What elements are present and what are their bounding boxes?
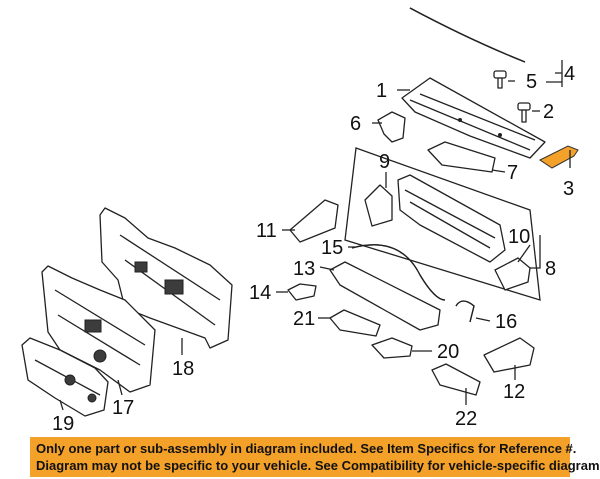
callout-5: 5: [526, 71, 537, 93]
part-21: [329, 309, 381, 337]
part-insulator-19: [21, 337, 109, 417]
disclaimer-banner: Only one part or sub-assembly in diagram…: [30, 437, 600, 477]
parts-diagram: 1 2 3 4 5 6 7 8 9 10 11 12 13 14 15 16 1…: [21, 7, 579, 435]
part-12: [483, 337, 535, 373]
callout-13: 13: [293, 258, 315, 280]
part-10: [494, 257, 531, 291]
callout-9: 9: [379, 151, 390, 173]
callout-19: 19: [52, 413, 74, 435]
callout-16: 16: [495, 311, 517, 333]
part-seal-7: [427, 141, 496, 173]
part-dash-panel-8: [397, 174, 506, 263]
part-14: [287, 283, 317, 301]
callout-21: 21: [293, 308, 315, 330]
callout-1: 1: [376, 80, 387, 102]
part-cowl-top-1: [401, 77, 546, 159]
callout-10: 10: [508, 226, 530, 248]
part-22: [431, 363, 481, 396]
part-insulator-17: [41, 265, 156, 393]
part-11: [289, 199, 339, 243]
callout-17: 17: [112, 397, 134, 419]
callout-15: 15: [321, 237, 343, 259]
part-bracket-6: [377, 111, 406, 143]
callout-11: 11: [256, 220, 277, 242]
callout-2: 2: [543, 101, 554, 123]
part-20: [371, 337, 413, 359]
part-insulator-18: [99, 207, 233, 349]
callout-3: 3: [563, 178, 574, 200]
callout-4: 4: [564, 63, 575, 85]
callout-6: 6: [350, 113, 361, 135]
callout-20: 20: [437, 341, 459, 363]
disclaimer-line-1: Only one part or sub-assembly in diagram…: [36, 441, 577, 456]
part-seal-strip: [409, 7, 526, 63]
callout-12: 12: [503, 381, 525, 403]
callout-8: 8: [545, 258, 556, 280]
part-9: [364, 184, 393, 227]
callout-18: 18: [172, 358, 194, 380]
part-13: [329, 261, 441, 331]
callout-7: 7: [507, 162, 518, 184]
callout-22: 22: [455, 408, 477, 430]
callout-14: 14: [249, 282, 271, 304]
disclaimer-line-2: Diagram may not be specific to your vehi…: [36, 458, 600, 473]
part-bolt-2: [517, 102, 531, 123]
part-highlighted-3: [539, 145, 579, 169]
part-8-outline: [344, 147, 541, 301]
part-clip-5: [493, 70, 507, 89]
